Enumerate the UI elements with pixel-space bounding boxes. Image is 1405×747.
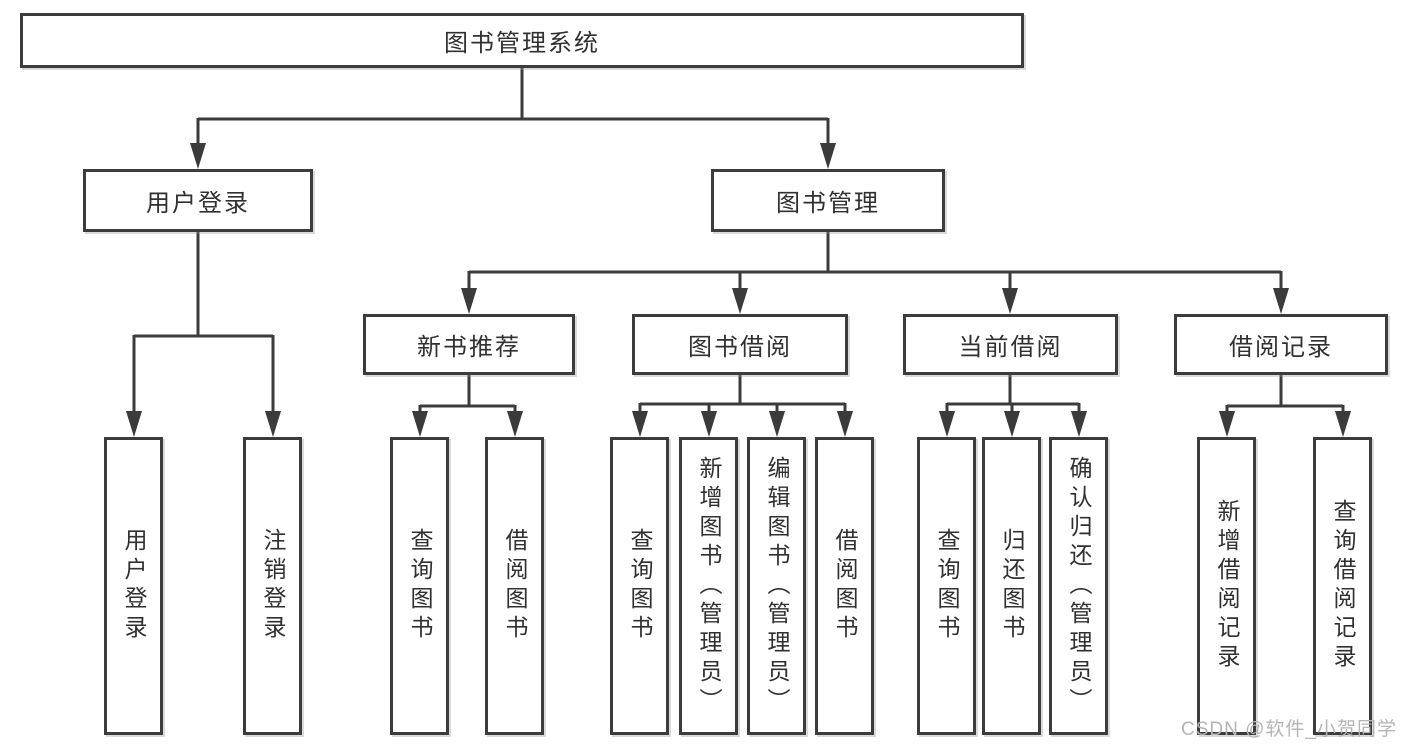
connector-book-borrow-to-leaves	[638, 375, 847, 413]
arrowhead-icon	[1219, 411, 1235, 437]
leaf-query-borrow-record: 查询借阅记录	[1313, 437, 1372, 735]
node-label: 图书借阅	[688, 334, 792, 361]
leaf-user-login: 用户登录	[104, 437, 163, 735]
arrowhead-icon	[1071, 411, 1087, 437]
arrowhead-icon	[461, 288, 477, 314]
arrowhead-icon	[820, 143, 836, 169]
leaf-query-book-current: 查询图书	[917, 437, 976, 735]
node-label: 图书管理	[776, 190, 880, 217]
node-label: 当前借阅	[958, 334, 1063, 361]
node-label: 新增图书（管理员）	[696, 455, 722, 717]
arrowhead-icon	[939, 411, 955, 437]
leaf-borrow-book-recommend: 借阅图书	[485, 437, 544, 735]
arrowhead-icon	[412, 411, 428, 437]
node-book-management: 图书管理	[711, 169, 945, 232]
node-label: 编辑图书（管理员）	[764, 455, 790, 717]
connector-root-to-level2	[196, 68, 830, 145]
node-library-management-system: 图书管理系统	[20, 13, 1024, 68]
leaf-confirm-return-admin: 确认归还（管理员）	[1049, 437, 1108, 735]
node-borrow-records: 借阅记录	[1174, 314, 1388, 375]
connector-borrow-records-to-leaves	[1225, 375, 1345, 413]
arrowhead-icon	[1004, 411, 1020, 437]
leaf-logout: 注销登录	[243, 437, 302, 735]
node-label: 归还图书	[999, 528, 1025, 644]
arrowhead-icon	[701, 411, 717, 437]
arrowhead-icon	[1335, 411, 1351, 437]
arrowhead-icon	[265, 411, 281, 437]
arrowhead-icon	[1002, 288, 1018, 314]
leaf-borrow-book: 借阅图书	[815, 437, 874, 735]
node-label: 查询借阅记录	[1330, 499, 1356, 673]
node-label: 图书管理系统	[444, 30, 600, 57]
arrowhead-icon	[732, 288, 748, 314]
leaf-add-borrow-record: 新增借阅记录	[1197, 437, 1256, 735]
arrowhead-icon	[190, 143, 206, 169]
node-label: 查询图书	[407, 528, 433, 644]
node-label: 新书推荐	[417, 334, 521, 361]
connector-user-login-to-leaves	[132, 232, 275, 413]
leaf-return-book: 归还图书	[982, 437, 1041, 735]
arrowhead-icon	[632, 411, 648, 437]
node-new-book-recommend: 新书推荐	[363, 314, 575, 375]
leaf-query-book-borrow: 查询图书	[610, 437, 669, 735]
leaf-add-book-admin: 新增图书（管理员）	[679, 437, 738, 735]
arrowhead-icon	[126, 411, 142, 437]
node-label: 用户登录	[121, 528, 147, 644]
node-book-borrow: 图书借阅	[632, 314, 848, 375]
arrowhead-icon	[769, 411, 785, 437]
csdn-watermark: CSDN @软件_小贺同学	[1181, 719, 1397, 740]
node-label: 用户登录	[146, 190, 250, 217]
node-label: 借阅记录	[1229, 334, 1333, 361]
node-label: 注销登录	[260, 528, 286, 644]
node-current-borrow: 当前借阅	[903, 314, 1118, 375]
node-label: 借阅图书	[832, 528, 858, 644]
node-label: 新增借阅记录	[1214, 499, 1240, 673]
node-label: 借阅图书	[502, 528, 528, 644]
connector-book-management-to-level3	[467, 232, 1283, 290]
leaf-query-book-recommend: 查询图书	[390, 437, 449, 735]
node-label: 查询图书	[627, 528, 653, 644]
node-user-login: 用户登录	[83, 169, 313, 232]
node-label: 查询图书	[934, 528, 960, 644]
leaf-edit-book-admin: 编辑图书（管理员）	[747, 437, 806, 735]
connector-new-book-to-leaves	[418, 375, 517, 413]
node-label: 确认归还（管理员）	[1066, 455, 1092, 717]
arrowhead-icon	[837, 411, 853, 437]
arrowhead-icon	[1273, 288, 1289, 314]
connector-current-borrow-to-leaves	[945, 375, 1081, 413]
arrowhead-icon	[507, 411, 523, 437]
